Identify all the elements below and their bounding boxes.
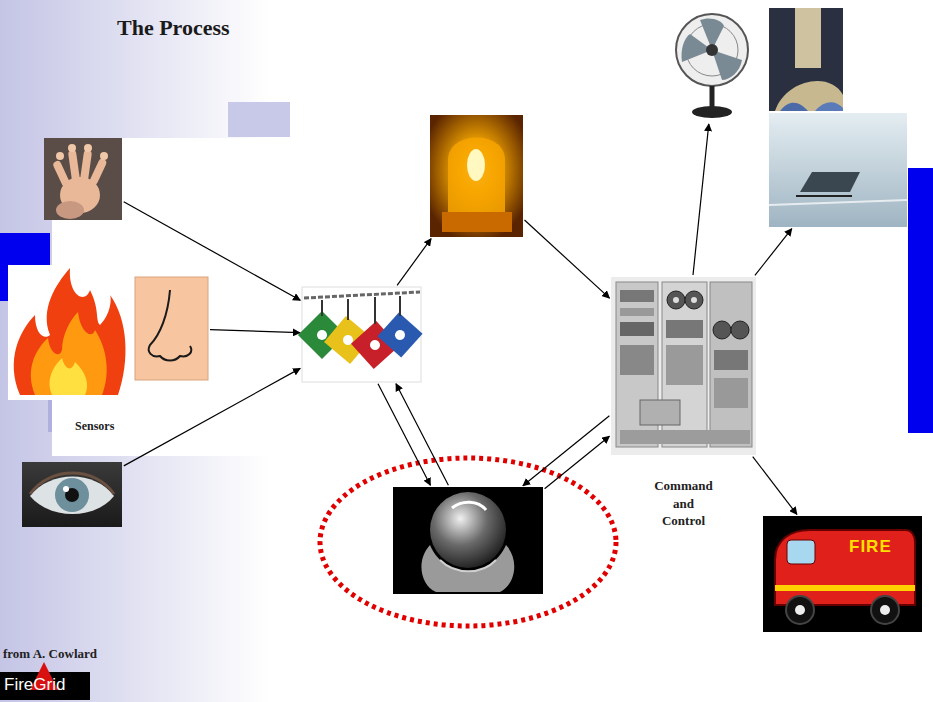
credit-note: from A. Cowlard [3, 646, 97, 662]
arrow-connector [545, 436, 610, 489]
truck-text: FIRE [849, 538, 892, 555]
smell-sensor [135, 277, 208, 380]
sprinkler-output [769, 8, 843, 111]
eye-sensor [22, 462, 122, 527]
eye-picture [22, 462, 122, 527]
logo-text: FireGrid [4, 675, 65, 695]
window-picture [769, 113, 907, 227]
beacon-picture [430, 115, 523, 237]
crystal-ball-picture [393, 487, 543, 594]
arrow-connector [523, 416, 610, 486]
arrow-connector [210, 330, 300, 333]
arrow-connector [124, 202, 301, 300]
group-label: Sensors [75, 419, 114, 433]
fire-picture [14, 268, 126, 395]
alarm-beacon [430, 115, 523, 237]
arrow-connector [755, 229, 792, 276]
window-output [769, 113, 907, 227]
command-control: Command and Control [611, 277, 756, 455]
sprinkler-picture [769, 8, 843, 111]
arrow-connector [124, 368, 300, 466]
fan-picture [672, 8, 758, 122]
diagram-title: The Process [117, 15, 230, 41]
arrow-connector [525, 220, 610, 298]
arrow-connector [753, 457, 797, 515]
computer-picture [611, 277, 756, 455]
arrow-connector [397, 239, 431, 286]
fan-output [672, 8, 758, 122]
node-heading: Command and Control [651, 477, 717, 530]
data-chain [302, 287, 421, 382]
hand-picture [44, 138, 122, 220]
fire-sensor [8, 265, 130, 400]
crystal-ball [393, 487, 543, 594]
fire-truck-picture [763, 516, 922, 632]
keys-picture [298, 287, 423, 382]
arrow-connector [396, 384, 448, 485]
fire-truck: FIRE [763, 516, 922, 632]
hand-sensor [44, 138, 122, 220]
arrow-connector [693, 124, 709, 275]
nose-picture [135, 277, 208, 380]
